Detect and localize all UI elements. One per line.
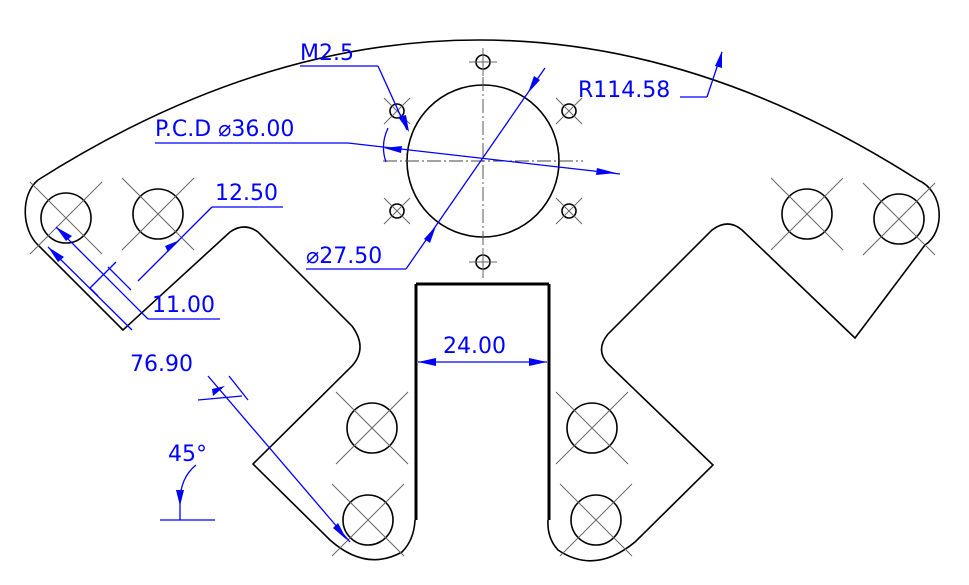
hole-left-2 — [121, 177, 195, 251]
hole-lower-right-1 — [555, 391, 629, 465]
hole-lower-left-2 — [331, 483, 405, 557]
left-arm-outline — [37, 226, 416, 561]
bore-label: ⌀27.50 — [306, 244, 382, 269]
hole-lower-left-1 — [335, 391, 409, 465]
radius-label: R114.58 — [578, 78, 670, 103]
right-arm-outline — [547, 223, 926, 562]
edge-offset-dimension: 12.50 — [107, 181, 283, 291]
right-end-arc — [917, 179, 940, 246]
arm-length-label: 76.90 — [130, 352, 193, 377]
hole-spacing-label: 11.00 — [152, 293, 215, 318]
hole-spacing-dimension: 11.00 — [55, 226, 220, 320]
bore-dimension: ⌀27.50 — [306, 67, 546, 270]
dimensions: M2.5 P.C.D ⌀36.00 R114.58 ⌀27.50 — [47, 41, 723, 543]
angle-dimension: 45° — [160, 442, 215, 521]
pcd-label: P.C.D ⌀36.00 — [155, 117, 294, 142]
slot-width-label: 24.00 — [443, 334, 506, 359]
edge-offset-label: 12.50 — [215, 181, 278, 206]
hole-lower-right-2 — [559, 483, 633, 557]
m25-hole-top — [468, 47, 498, 77]
m25-hole-lower-right — [555, 197, 583, 225]
thread-dimension: M2.5 — [300, 41, 409, 132]
m25-hole-bottom — [468, 247, 498, 277]
pcd-arc-mark — [382, 127, 389, 163]
thread-label: M2.5 — [300, 41, 354, 66]
angle-label: 45° — [168, 442, 207, 467]
pcd-dimension: P.C.D ⌀36.00 — [155, 117, 621, 175]
arm-length-dimension: 76.90 — [47, 246, 351, 543]
outer-arc — [37, 39, 919, 181]
hole-right-1 — [770, 177, 844, 251]
hole-left-1 — [29, 181, 103, 255]
left-end-arc — [24, 179, 39, 246]
hole-right-2 — [862, 182, 936, 256]
m25-hole-lower-left — [383, 197, 411, 225]
radius-dimension: R114.58 — [578, 51, 723, 103]
central-bore-group — [382, 47, 583, 278]
part-outline — [24, 39, 940, 562]
slot-width-dimension: 24.00 — [418, 334, 547, 366]
